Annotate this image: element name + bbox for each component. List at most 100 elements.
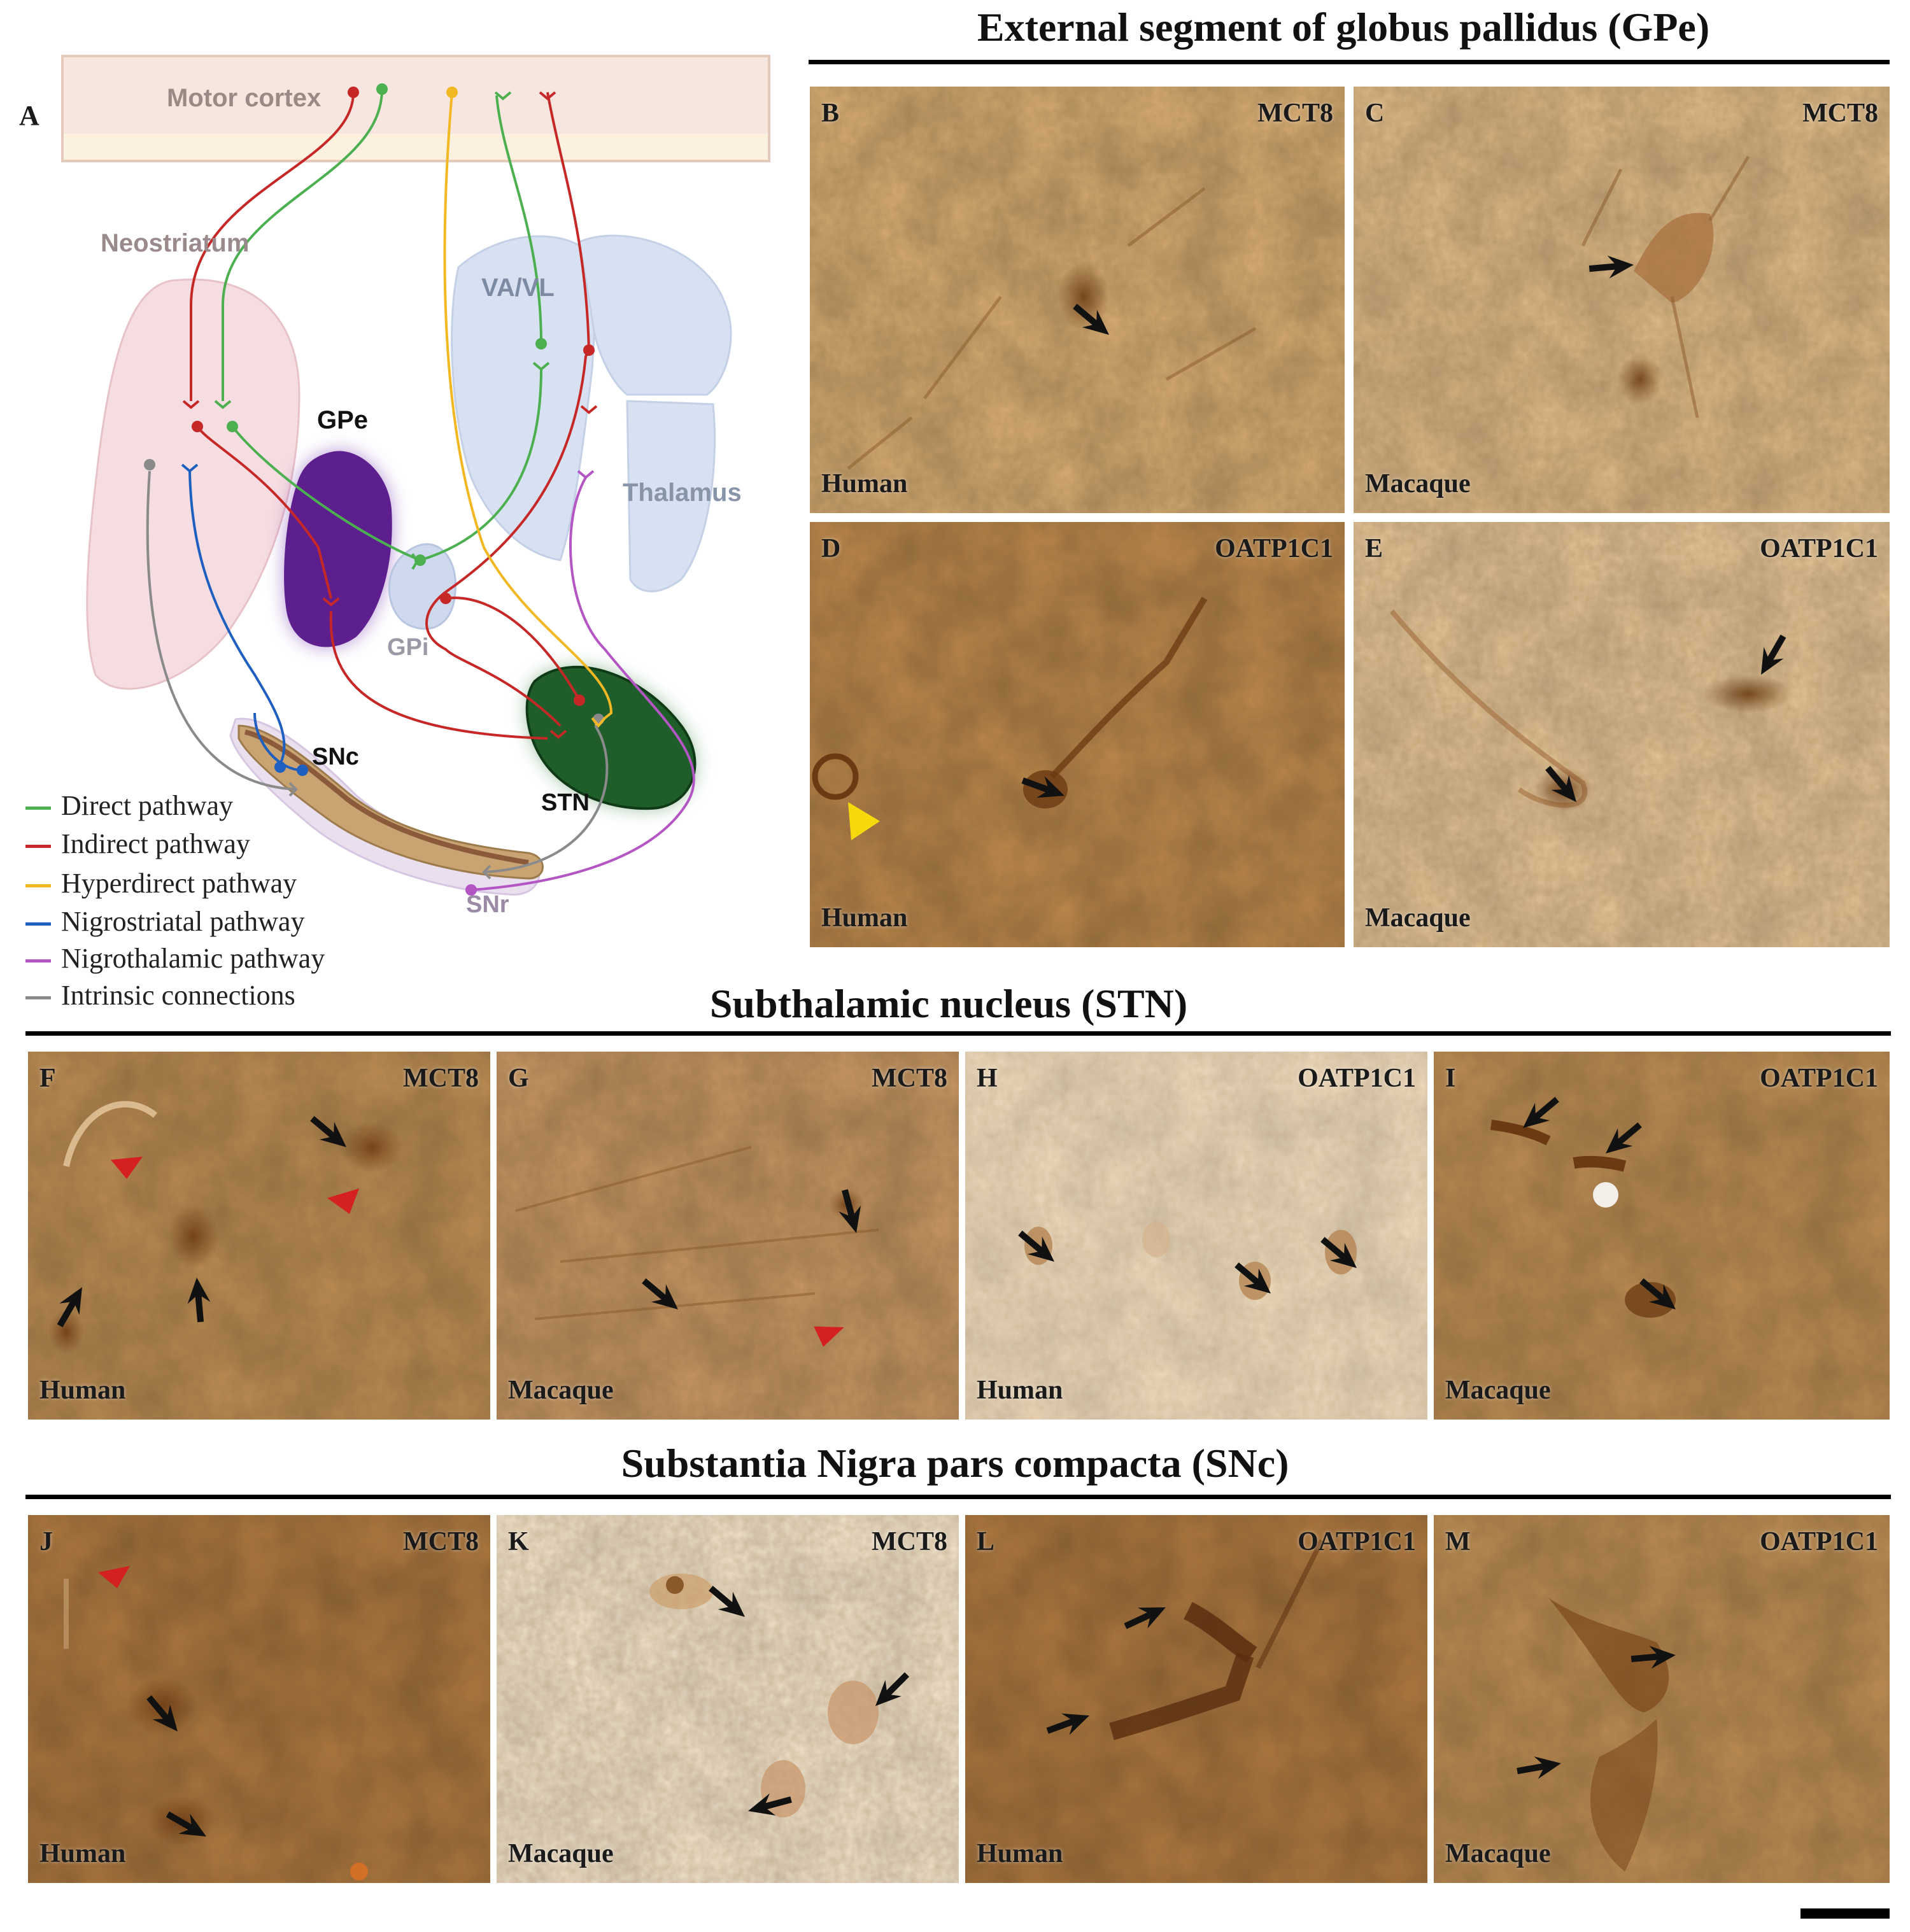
micrograph-panel-h: H OATP1C1 Human	[965, 1052, 1427, 1420]
arrow-icon	[1588, 255, 1634, 279]
arrow-icon	[875, 1672, 910, 1706]
micrograph-panel-e: E OATP1C1 Macaque	[1354, 522, 1890, 947]
gpi-label: GPi	[387, 634, 429, 661]
red-arrowhead-icon	[111, 1157, 143, 1179]
marker-label: OATP1C1	[1298, 1064, 1416, 1093]
panel-letter: F	[39, 1064, 56, 1093]
legend-swatch	[25, 845, 51, 849]
micrograph-texture	[1434, 1052, 1890, 1420]
legend-item: Hyperdirect pathway	[25, 867, 297, 899]
species-label: Macaque	[1445, 1839, 1551, 1868]
micrograph-panel-m: M OATP1C1 Macaque	[1434, 1515, 1890, 1883]
arrow-icon	[1234, 1262, 1271, 1294]
species-label: Human	[977, 1839, 1063, 1868]
species-label: Human	[821, 469, 908, 498]
neostriatum-label: Neostriatum	[101, 229, 250, 257]
marker-label: OATP1C1	[1215, 534, 1333, 563]
legend-label: Indirect pathway	[61, 828, 250, 859]
micrograph-texture	[28, 1052, 490, 1420]
legend-label: Intrinsic connections	[61, 980, 295, 1011]
va-vl-shape	[451, 235, 600, 561]
panel-a-letter: A	[19, 100, 39, 131]
scale-bar	[1800, 1908, 1890, 1919]
marker-label: MCT8	[872, 1527, 947, 1556]
panel-letter: B	[821, 99, 840, 128]
thalamus-label: Thalamus	[623, 479, 742, 507]
micrograph-panel-j: J MCT8 Human	[28, 1515, 490, 1883]
arrow-icon	[1606, 1122, 1642, 1153]
micrograph-texture	[1354, 522, 1890, 947]
snc-label: SNc	[312, 744, 359, 770]
micrograph-panel-g: G MCT8 Macaque	[497, 1052, 959, 1420]
arrow-icon	[310, 1116, 346, 1147]
pathway-diagram: Motor cortex Neostriatum VA/VL Thalamus …	[0, 38, 802, 1031]
species-label: Human	[821, 903, 908, 933]
panel-letter: M	[1445, 1527, 1471, 1556]
micrograph-texture	[810, 522, 1345, 947]
arrow-icon	[1517, 1756, 1561, 1779]
legend-swatch	[25, 807, 51, 810]
arrow-icon	[1046, 1713, 1089, 1735]
arrow-icon	[57, 1287, 82, 1328]
marker-label: OATP1C1	[1760, 1527, 1878, 1556]
marker-label: OATP1C1	[1760, 1064, 1878, 1093]
legend-swatch	[25, 884, 51, 888]
marker-label: MCT8	[403, 1527, 479, 1556]
panel-letter: G	[508, 1064, 529, 1093]
arrow-icon	[838, 1189, 861, 1233]
legend-item: Indirect pathway	[25, 828, 250, 860]
species-label: Human	[39, 1376, 126, 1405]
red-arrowhead-icon	[98, 1566, 130, 1588]
motor-cortex-label: Motor cortex	[167, 84, 322, 112]
yellow-arrowhead-icon	[848, 802, 880, 840]
legend-item: Nigrothalamic pathway	[25, 942, 325, 975]
marker-label: MCT8	[403, 1064, 479, 1093]
neostriatum-shape	[86, 278, 301, 690]
arrow-icon	[1631, 1646, 1676, 1669]
section-title-gpe: External segment of globus pallidus (GPe…	[977, 4, 1710, 50]
marker-label: MCT8	[1802, 99, 1878, 128]
species-label: Macaque	[508, 1839, 614, 1868]
section-rule-gpe	[809, 60, 1890, 64]
panel-letter: E	[1365, 534, 1383, 563]
species-label: Macaque	[1445, 1376, 1551, 1405]
panel-letter: K	[508, 1527, 529, 1556]
micrograph-panel-i: I OATP1C1 Macaque	[1434, 1052, 1890, 1420]
micrograph-texture	[497, 1515, 959, 1883]
arrow-icon	[187, 1278, 211, 1323]
legend-swatch	[25, 996, 51, 1000]
arrow-icon	[1761, 634, 1786, 675]
species-label: Human	[977, 1376, 1063, 1405]
legend-item: Nigrostriatal pathway	[25, 905, 304, 938]
micrograph-texture	[965, 1052, 1427, 1420]
arrow-icon	[1124, 1607, 1166, 1630]
micrograph-texture	[810, 87, 1345, 513]
panel-letter: I	[1445, 1064, 1456, 1093]
micrograph-panel-c: C MCT8 Macaque	[1354, 87, 1890, 513]
legend-item: Direct pathway	[25, 789, 233, 822]
snr-label: SNr	[466, 891, 509, 918]
pathway-terminals	[144, 83, 604, 896]
arrow-icon	[166, 1811, 206, 1837]
legend-label: Nigrostriatal pathway	[61, 906, 305, 937]
micrograph-panel-l: L OATP1C1 Human	[965, 1515, 1427, 1883]
gpe-label: GPe	[317, 406, 369, 434]
micrograph-panel-f: F MCT8 Human	[28, 1052, 490, 1420]
micrograph-panel-d: D OATP1C1 Human	[810, 522, 1345, 947]
panel-letter: L	[977, 1527, 995, 1556]
arrow-icon	[1021, 776, 1065, 798]
arrow-icon	[1018, 1230, 1054, 1262]
pathway-synapses	[181, 91, 606, 880]
arrow-icon	[1320, 1237, 1357, 1268]
gpi-shape	[388, 543, 457, 630]
arrow-icon	[146, 1695, 178, 1731]
arrow-icon	[642, 1278, 678, 1309]
panel-letter: H	[977, 1064, 998, 1093]
species-label: Macaque	[1365, 469, 1471, 498]
arrow-icon	[1523, 1097, 1559, 1128]
micrograph-texture	[1354, 87, 1890, 513]
red-arrowhead-icon	[814, 1326, 844, 1347]
micrograph-texture	[965, 1515, 1427, 1883]
legend-label: Nigrothalamic pathway	[61, 943, 325, 974]
micrograph-texture	[28, 1515, 490, 1883]
